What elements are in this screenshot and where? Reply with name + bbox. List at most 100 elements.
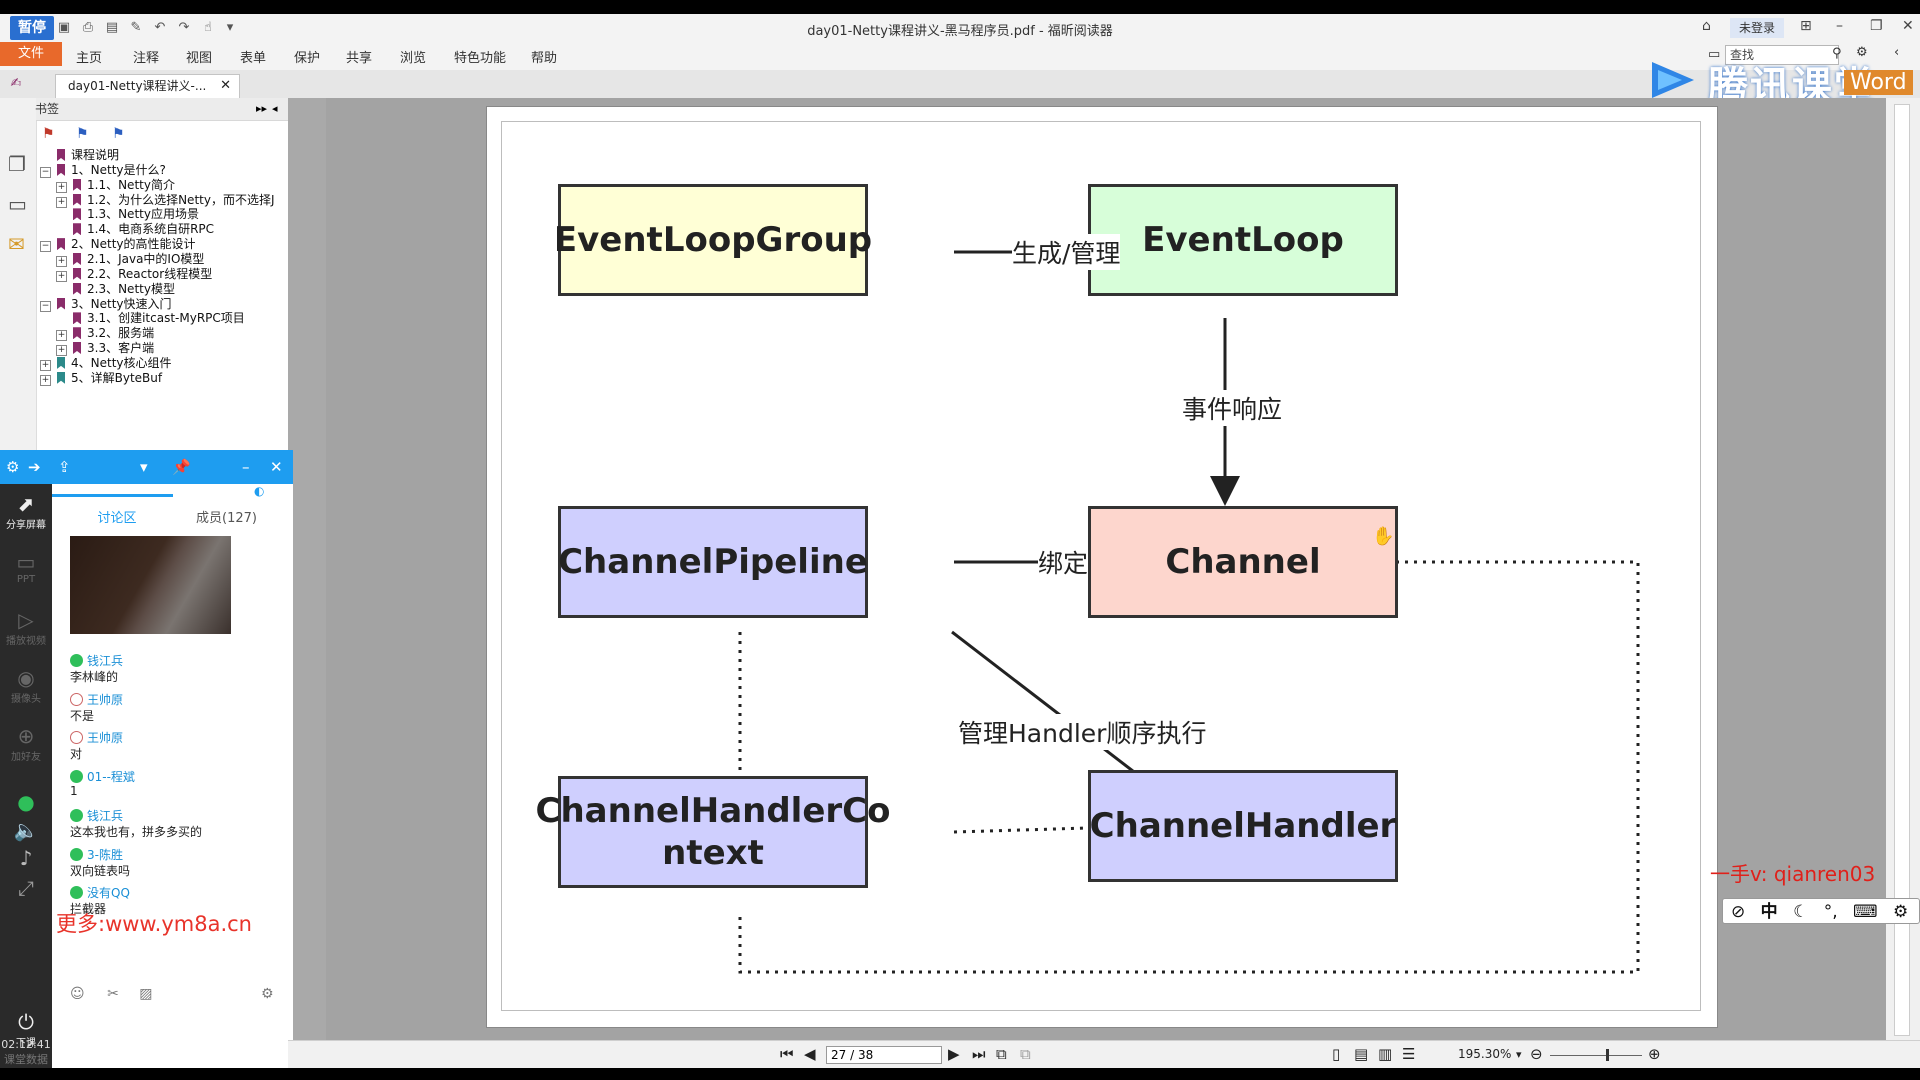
right-scrollbar-area[interactable] (1886, 98, 1920, 1040)
bookmark-toggle-icon[interactable]: + (56, 330, 67, 342)
chat-settings-icon[interactable]: ⚙ (260, 986, 274, 1002)
chat-message-user[interactable]: 钱江兵 (70, 652, 123, 669)
camera-video-preview[interactable] (70, 536, 231, 634)
bookmark-add-icon[interactable]: ⚑ (42, 126, 55, 142)
bookmark-item[interactable]: −3、Netty快速入门 (40, 295, 172, 313)
bookmark-item[interactable]: +2.1、Java中的IO模型 (56, 250, 204, 268)
next-page-icon[interactable]: ▶ (948, 1045, 960, 1063)
expand-panel-icon[interactable]: ▸▸ (256, 102, 268, 115)
chat-close-icon[interactable]: ✕ (270, 458, 283, 476)
menu-form[interactable]: 表单 (240, 51, 267, 66)
bookmark-item[interactable]: +3.3、客户端 (56, 339, 154, 357)
bookmark-item[interactable]: 3.1、创建itcast-MyRPC项目 (56, 309, 245, 327)
undo-icon[interactable]: ↶ (154, 20, 166, 35)
bookmark-item[interactable]: 1.3、Netty应用场景 (56, 205, 199, 223)
image-icon[interactable]: ▨ (139, 986, 153, 1002)
bookmark-toggle-icon[interactable]: − (40, 166, 51, 178)
search-input[interactable]: 查找 (1725, 45, 1839, 65)
page-number-input[interactable]: 27 / 38 (826, 1046, 942, 1064)
collapse-panel-icon[interactable]: ◂ (272, 102, 278, 115)
single-page-icon[interactable]: ▯ (1332, 1045, 1341, 1063)
ime-settings-icon[interactable]: ⚙ (1892, 902, 1909, 922)
menu-home[interactable]: 主页 (76, 51, 103, 66)
search-icon[interactable]: ⚲ (1832, 46, 1842, 61)
menu-view[interactable]: 视图 (186, 51, 213, 66)
ime-keyboard-icon[interactable]: ⌨ (1853, 902, 1878, 922)
layout-icon[interactable]: ⊞ (1800, 18, 1812, 34)
bookmark-item[interactable]: 课程说明 (40, 146, 119, 164)
save-icon[interactable]: ▣ (57, 20, 71, 35)
menu-comment[interactable]: 注释 (133, 51, 160, 66)
copy-view-icon[interactable]: ⧉ (996, 1045, 1007, 1063)
close-tab-icon[interactable]: ✕ (220, 78, 231, 93)
menu-features[interactable]: 特色功能 (454, 51, 507, 66)
bookmark-toggle-icon[interactable]: − (40, 241, 51, 253)
bookmark-item[interactable]: 2.3、Netty模型 (56, 280, 175, 298)
comments-panel-icon[interactable]: ✉ (8, 232, 25, 256)
bookmark-item[interactable]: +1.1、Netty简介 (56, 176, 175, 194)
send-icon[interactable]: ➔ (28, 458, 41, 476)
menu-browse[interactable]: 浏览 (400, 51, 427, 66)
tab-members[interactable]: 成员(127) (196, 511, 257, 526)
zoom-slider[interactable] (1550, 1055, 1642, 1056)
sign-icon[interactable]: ✍ (10, 76, 22, 91)
close-window-icon[interactable]: ✕ (1902, 18, 1914, 34)
bookmark-options-icon[interactable]: ⚑ (112, 126, 125, 142)
facing-page-icon[interactable]: ▥ (1378, 1045, 1393, 1063)
ime-toolbar[interactable]: ⊘ 中 ☾ °, ⌨ ⚙ (1722, 898, 1920, 924)
dropdown-icon[interactable]: ▾ (140, 458, 148, 476)
notice-icon[interactable]: ◐ (254, 484, 265, 498)
menu-share[interactable]: 共享 (346, 51, 373, 66)
redo-icon[interactable]: ↷ (178, 20, 190, 35)
speaker-button[interactable]: 🔈 (0, 818, 52, 842)
zoom-dropdown-icon[interactable]: ▾ (1516, 1048, 1522, 1061)
continuous-facing-icon[interactable]: ☰ (1402, 1045, 1416, 1063)
ppt-button[interactable]: ▭PPT (0, 550, 52, 585)
camera-button[interactable]: ◉摄像头 (0, 666, 52, 705)
bookmark-toggle-icon[interactable]: + (40, 359, 51, 371)
bookmark-toggle-icon[interactable]: + (56, 345, 67, 357)
chat-message-user[interactable]: 没有QQ (70, 884, 130, 901)
zoom-slider-thumb[interactable] (1606, 1049, 1609, 1061)
collapse-ribbon-icon[interactable]: ‹ (1894, 45, 1900, 60)
chat-message-user[interactable]: 王帅原 (70, 729, 123, 746)
chat-message-user[interactable]: 钱江兵 (70, 807, 123, 824)
pin-icon[interactable]: 📌 (172, 458, 191, 476)
continuous-page-icon[interactable]: ▤ (1354, 1045, 1369, 1063)
prev-page-icon[interactable]: ◀ (804, 1045, 816, 1063)
menu-help[interactable]: 帮助 (531, 51, 558, 66)
document-tab[interactable]: day01-Netty课程讲义-... ✕ (55, 74, 240, 98)
last-page-icon[interactable]: ⏭ (972, 1045, 986, 1063)
restore-icon[interactable]: ❐ (1870, 18, 1883, 34)
bookmark-item[interactable]: +1.2、为什么选择Netty，而不选择J (56, 191, 275, 209)
print-icon[interactable]: ⎙ (82, 20, 94, 35)
tab-discussion[interactable]: 讨论区 (97, 511, 137, 526)
scan-icon[interactable]: ▤ (105, 20, 119, 35)
chat-minimize-icon[interactable]: – (242, 458, 250, 476)
minimize-icon[interactable]: – (1836, 18, 1843, 34)
scissors-icon[interactable]: ✂ (107, 986, 119, 1002)
share-screen-button[interactable]: ⬈分享屏幕 (0, 492, 52, 531)
skin-icon[interactable]: ⌂ (1702, 18, 1711, 34)
bookmark-toggle-icon[interactable]: + (40, 374, 51, 386)
play-video-button[interactable]: ▷播放视频 (0, 608, 52, 647)
bookmark-expand-icon[interactable]: ⚑ (76, 126, 89, 142)
share-out-icon[interactable]: ⇪ (58, 458, 71, 476)
new-doc-icon[interactable]: ✎ (130, 20, 142, 35)
bookmark-item[interactable]: −2、Netty的高性能设计 (40, 235, 196, 253)
emoji-icon[interactable]: ☺ (70, 986, 85, 1002)
pause-badge[interactable]: 暂停 (10, 16, 54, 40)
bookmark-toggle-icon[interactable]: + (56, 270, 67, 282)
music-button[interactable]: ♪ (0, 846, 52, 870)
paste-view-icon[interactable]: ⧉ (1020, 1045, 1031, 1063)
bookmark-item[interactable]: +3.2、服务端 (56, 324, 154, 342)
mic-button[interactable]: ● (0, 790, 52, 814)
zoom-out-icon[interactable]: ⊖ (1530, 1045, 1543, 1063)
zoom-in-icon[interactable]: ⊕ (1648, 1045, 1661, 1063)
find-folder-icon[interactable]: ▭ (1708, 47, 1721, 62)
chat-message-user[interactable]: 王帅原 (70, 691, 123, 708)
ime-moon-icon[interactable]: ☾ (1793, 902, 1809, 922)
fullscreen-button[interactable]: ⤢ (0, 876, 52, 900)
bookmark-toggle-icon[interactable]: + (56, 181, 67, 193)
zoom-level[interactable]: 195.30% (1458, 1047, 1512, 1061)
